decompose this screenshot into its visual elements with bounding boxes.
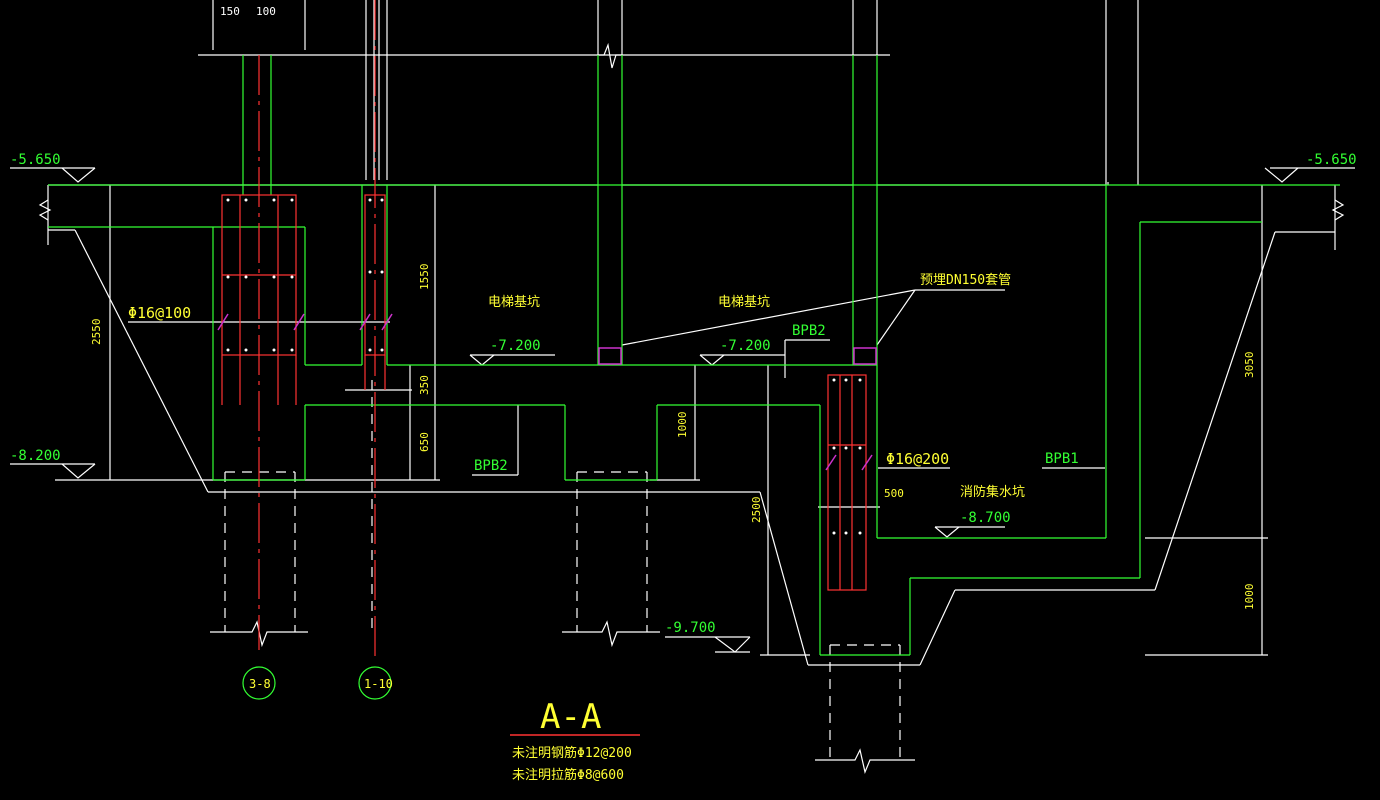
label-sleeve: 预埋DN150套管: [920, 272, 1011, 288]
sleeve-left: [598, 347, 622, 365]
label-bpb1: BPB1: [1045, 451, 1079, 467]
green-outline: [48, 55, 1340, 656]
rebar-ticks: [217, 313, 873, 471]
elevation-pit1: -7.200: [490, 338, 541, 354]
dim-2550: 2550: [90, 319, 103, 346]
dim-1000-right: 1000: [1243, 584, 1256, 611]
axis-label-left: 3-8: [249, 677, 271, 691]
sleeve-right: [853, 347, 877, 365]
label-bpb2-right: BPB2: [792, 323, 826, 339]
elevation-lower: -9.700: [665, 620, 716, 636]
section-title: A-A: [540, 697, 601, 737]
dim-3050: 3050: [1243, 352, 1256, 379]
label-sump: 消防集水坑: [960, 484, 1025, 500]
white-linework: [10, 0, 1355, 774]
rebar-label-left: Φ16@100: [128, 304, 191, 322]
dim-350: 350: [418, 375, 431, 395]
axis-label-right: 1-10: [364, 677, 393, 691]
elevation-sump: -8.700: [960, 510, 1011, 526]
note-line-1: 未注明钢筋Φ12@200: [512, 745, 632, 761]
label-pit2: 电梯基坑: [718, 295, 770, 310]
rebar-cages: [221, 0, 867, 660]
top-dim-100: 100: [256, 5, 276, 18]
top-dim-150: 150: [220, 5, 240, 18]
elevation-left-bottom: -8.200: [10, 448, 61, 464]
axis-bubble-right: [358, 666, 392, 700]
note-line-2: 未注明拉筋Φ8@600: [512, 767, 624, 783]
dim-1550: 1550: [418, 264, 431, 291]
sleeves: [598, 347, 877, 365]
elevation-right-top: -5.650: [1306, 152, 1357, 168]
elevation-pit2: -7.200: [720, 338, 771, 354]
axis-bubbles: [242, 666, 392, 700]
dim-1000-center: 1000: [676, 412, 689, 439]
label-bpb2-left: BPB2: [474, 458, 508, 474]
elevation-left-top: -5.650: [10, 152, 61, 168]
dim-2500: 2500: [750, 497, 763, 524]
rebar-label-right: Φ16@200: [886, 450, 949, 468]
axis-bubble-left: [242, 666, 276, 700]
label-pit1: 电梯基坑: [488, 295, 540, 310]
rebar-dots: [226, 198, 862, 535]
dim-650: 650: [418, 432, 431, 452]
dim-500: 500: [884, 487, 904, 500]
